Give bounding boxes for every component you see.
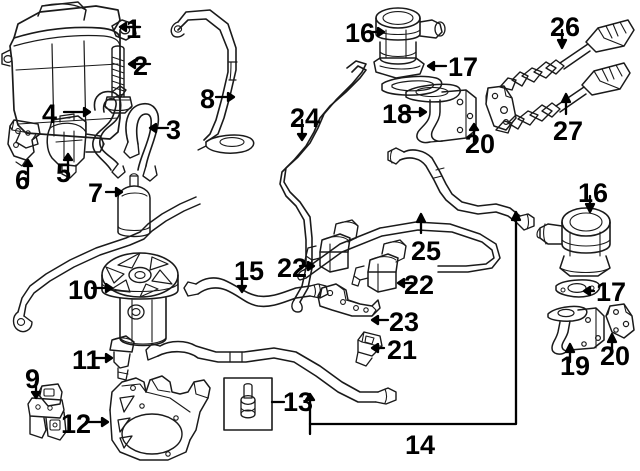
- callout-20: 20: [465, 129, 496, 159]
- part-solenoid-mounting-bracket: [317, 283, 381, 317]
- callout-18: 18: [382, 99, 413, 129]
- callout-17-right: 17: [596, 277, 627, 307]
- part-air-supply-pipe: [170, 9, 255, 154]
- callout-19: 19: [560, 351, 591, 381]
- part-valve-gasket-top: [381, 75, 443, 96]
- callout-7: 7: [88, 178, 104, 208]
- callout-26: 26: [550, 12, 581, 42]
- part-valve-gasket-right: [555, 279, 601, 298]
- part-oxygen-sensor-downstream: [495, 62, 631, 134]
- callout-10: 10: [68, 275, 99, 305]
- callout-11: 11: [72, 345, 101, 375]
- part-air-injection-check-valve-top: [373, 7, 446, 79]
- part-vacuum-solenoid-valve-right: [351, 239, 407, 293]
- callout-4: 4: [42, 99, 58, 129]
- part-air-manifold-elbow: [547, 305, 605, 355]
- part-air-distribution-manifold: [405, 83, 477, 144]
- callout-1: 1: [126, 14, 142, 44]
- callout-3: 3: [166, 115, 182, 145]
- part-air-injection-hose-assembly: [145, 340, 397, 405]
- callout-15: 15: [234, 256, 265, 286]
- part-pump-mounting-stud: [109, 335, 135, 381]
- part-air-injection-check-valve-right: [536, 207, 611, 277]
- part-pump-mounting-bracket: [109, 375, 211, 461]
- leader-lines: [22, 21, 618, 436]
- callout-6: 6: [15, 165, 31, 195]
- part-air-pump-housing-cover: [1, 1, 137, 149]
- callout-16: 16: [345, 18, 376, 48]
- callout-9: 9: [25, 364, 41, 394]
- callout-21: 21: [387, 335, 418, 365]
- part-mounting-bolt: [104, 45, 133, 114]
- part-air-pump-relay: [46, 113, 105, 179]
- callout-12: 12: [61, 409, 92, 439]
- part-vacuum-hose-short: [123, 102, 160, 182]
- callout-17: 17: [448, 52, 479, 82]
- callout-16-right: 16: [578, 178, 609, 208]
- part-air-transfer-tube: [297, 221, 501, 281]
- callout-22-right: 22: [404, 270, 435, 300]
- part-lower-left-transfer-pipe: [12, 196, 201, 333]
- callout-27: 27: [553, 116, 584, 146]
- callout-13: 13: [283, 387, 314, 417]
- callout-5: 5: [56, 158, 72, 188]
- callout-20-right: 20: [600, 341, 631, 371]
- callout-2: 2: [133, 51, 149, 81]
- part-rubber-grommet: [223, 377, 273, 431]
- part-valve-mounting-bracket-right: [605, 303, 635, 339]
- callout-23: 23: [389, 307, 420, 337]
- part-vacuum-hose-curved: [92, 85, 127, 179]
- part-mounting-bracket-small: [7, 119, 41, 167]
- callout-25: 25: [411, 236, 442, 266]
- part-oxygen-sensor-upstream: [499, 19, 635, 91]
- part-secondary-air-injection-pump: [101, 252, 179, 347]
- callout-22-left: 22: [277, 253, 308, 283]
- callout-24: 24: [290, 103, 321, 133]
- part-electrical-connector-bracket: [27, 383, 67, 441]
- part-vacuum-line-long: [279, 60, 367, 313]
- part-upper-right-air-hose: [387, 147, 535, 231]
- callout-8: 8: [200, 84, 216, 114]
- callout-14: 14: [405, 430, 436, 460]
